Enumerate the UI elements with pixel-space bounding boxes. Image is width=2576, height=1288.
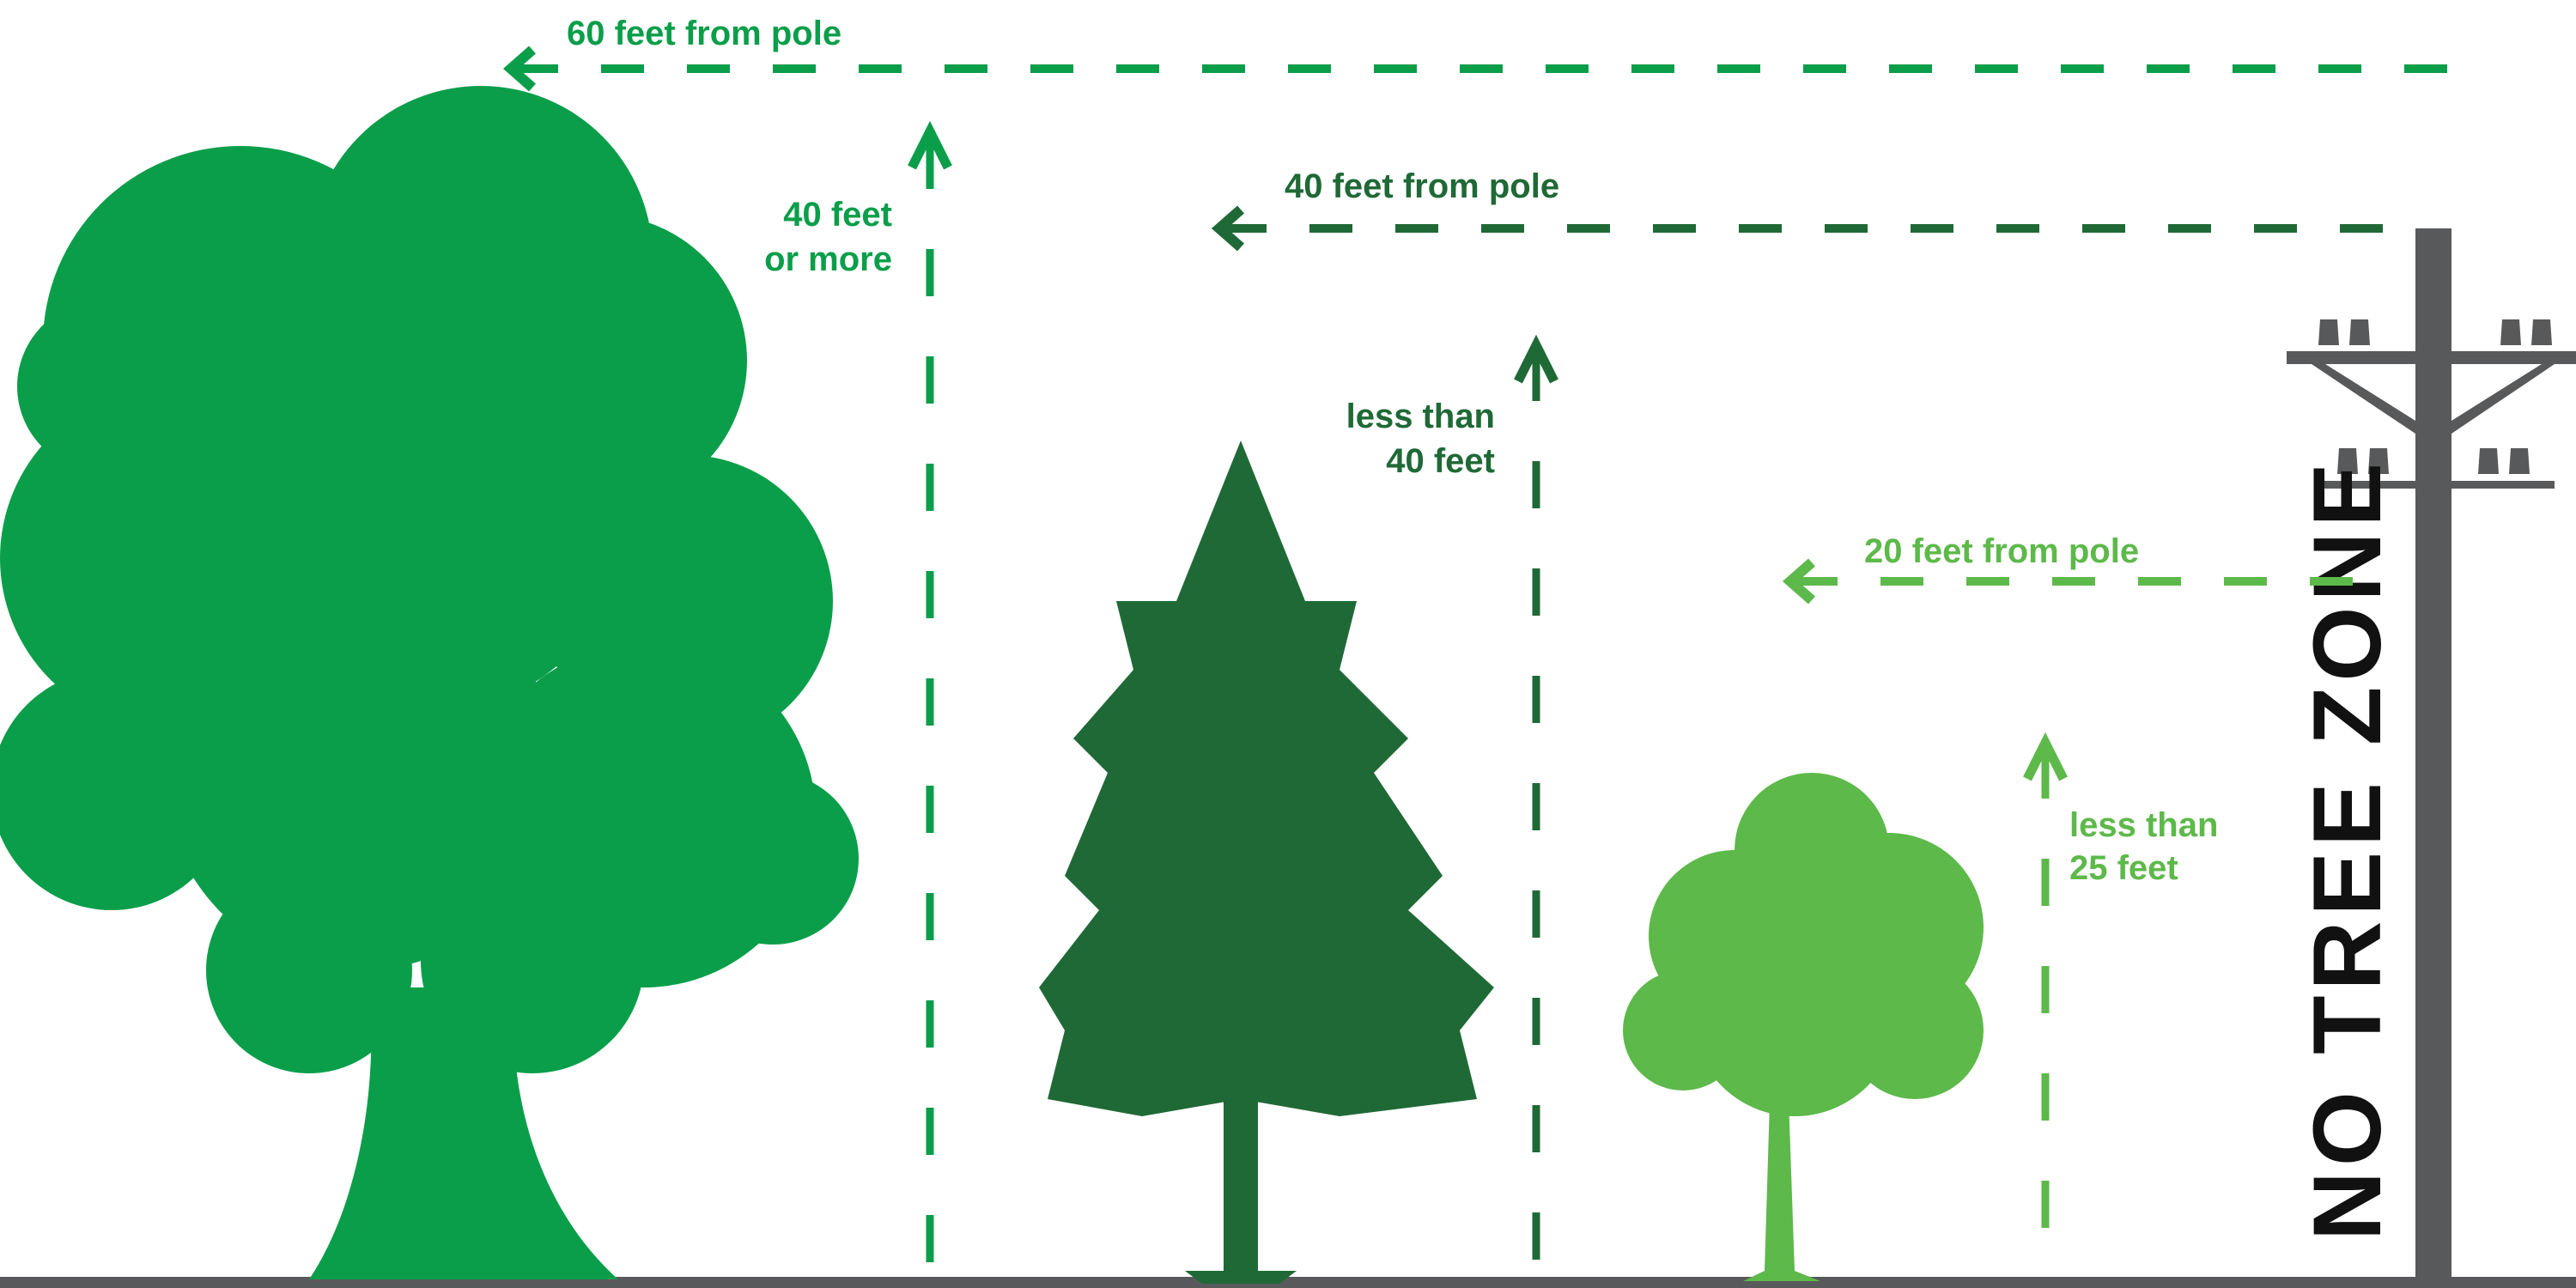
height-label-medium-2: 40 feet — [1386, 442, 1495, 480]
utility-pole — [2287, 228, 2576, 1281]
small-tree — [1623, 773, 1984, 1281]
insulators-icon — [2318, 319, 2552, 474]
height-arrow-medium — [1514, 334, 1558, 1279]
distance-20ft — [1782, 558, 2390, 605]
height-arrow-small — [2023, 732, 2068, 1279]
height-label-large-1: 40 feet — [783, 196, 892, 234]
height-arrow-large — [908, 120, 952, 1279]
no-tree-zone-label: NO TREE ZONE — [2293, 458, 2401, 1241]
medium-tree — [1039, 440, 1494, 1284]
height-label-small-1: less than — [2069, 806, 2218, 844]
distance-40ft — [1211, 205, 2404, 252]
height-label-large-2: or more — [764, 240, 892, 278]
distance-label-large: 60 feet from pole — [567, 15, 841, 52]
height-label-medium-1: less than — [1346, 398, 1495, 435]
distance-60ft — [502, 46, 2447, 92]
distance-label-medium: 40 feet from pole — [1285, 167, 1559, 205]
height-label-small-2: 25 feet — [2069, 849, 2178, 887]
large-tree — [0, 86, 859, 1279]
ground-line — [0, 1277, 2576, 1288]
distance-label-small: 20 feet from pole — [1864, 532, 2139, 570]
